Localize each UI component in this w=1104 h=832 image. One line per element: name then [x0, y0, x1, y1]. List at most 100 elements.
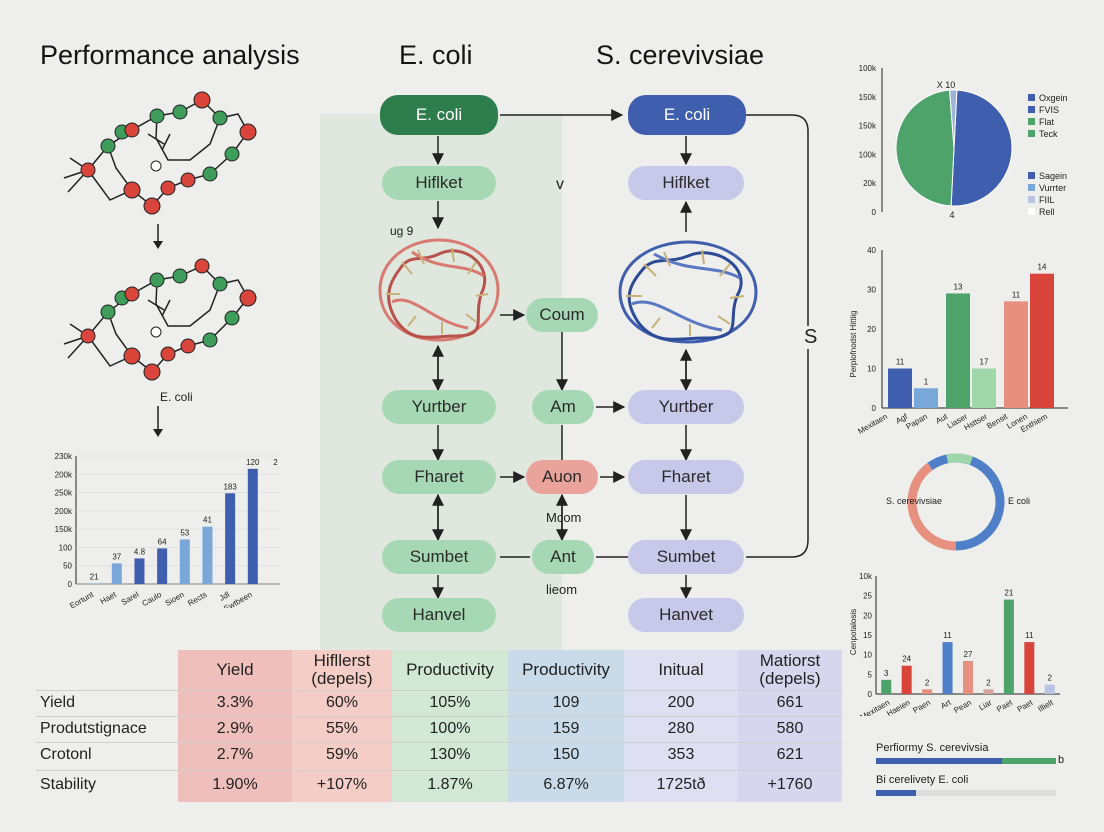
data-label: 11 — [896, 358, 905, 367]
molecule-structure-top — [63, 91, 257, 215]
y-tick-label: 10 — [867, 365, 876, 374]
flow-node-sumbet-left[interactable]: Sumbet — [382, 540, 496, 574]
progress-fill-2 — [876, 790, 916, 796]
data-label: 13 — [954, 282, 963, 291]
table-cell: 580 — [776, 720, 804, 737]
flow-node-ant[interactable]: Ant — [532, 540, 594, 574]
bar — [247, 468, 258, 584]
table-col-tint — [624, 650, 738, 802]
bar-chart-bottom-left: 050100150k200k250k200k230k21374.86453411… — [55, 452, 280, 608]
data-label: 11 — [1012, 290, 1021, 299]
table-row-label: Produtstignace — [40, 720, 147, 737]
y-tick-label: 20 — [863, 611, 872, 620]
data-label: 1 — [924, 377, 929, 386]
y-tick-label: 200k — [55, 507, 73, 516]
progress-label-1: Perfiormy S. cerevivsia — [876, 742, 989, 754]
flow-node-fharet-left[interactable]: Fharet — [382, 460, 496, 494]
pie-bottom-label: 4 — [949, 210, 954, 220]
y-tick-label: 100k — [859, 150, 877, 159]
x-tick-label: Pean — [952, 698, 973, 715]
data-label: 24 — [902, 655, 911, 664]
y-tick-label: 50 — [63, 562, 72, 571]
x-tick-label: Mexitaen — [856, 412, 889, 436]
progress-mark-1: b — [1058, 754, 1065, 766]
data-label: 2 — [273, 458, 278, 467]
bar — [179, 539, 190, 584]
table-cell: 200 — [667, 694, 695, 711]
table-col-tint — [292, 650, 392, 802]
bar — [202, 526, 213, 584]
pie-slice — [949, 89, 958, 149]
flow-node-hanvet-right[interactable]: Hanvet — [628, 598, 744, 632]
legend-swatch — [1028, 106, 1035, 113]
flow-note-mcom: Mcom — [546, 510, 582, 525]
progress-label-2: Bi cerelivety E. coli — [876, 774, 969, 786]
y-tick-label: 250k — [55, 489, 73, 498]
y-axis-label: Perplofnodst Hittiig — [849, 310, 858, 377]
data-label: 27 — [964, 650, 973, 659]
table-col-tint — [738, 650, 842, 802]
data-label: 120 — [246, 458, 260, 467]
table-cell: 6.87% — [543, 776, 589, 793]
bar — [901, 665, 912, 694]
y-tick-label: 0 — [872, 208, 877, 217]
table-header: Productivity — [406, 660, 494, 679]
flow-node-sumbet-right[interactable]: Sumbet — [628, 540, 744, 574]
flow-node-auon[interactable]: Auon — [526, 460, 598, 494]
flow-note-lieom: lieom — [546, 582, 578, 597]
table-cell: +107% — [316, 776, 368, 793]
table-cell: 1.90% — [212, 776, 258, 793]
table-cell: 3.3% — [216, 694, 254, 711]
flow-node-hanvel-left[interactable]: Hanvel — [382, 598, 496, 632]
bar — [972, 368, 996, 408]
legend-entry: Sagein — [1039, 171, 1067, 181]
y-tick-label: 150k — [859, 93, 877, 102]
table-cell: 59% — [325, 746, 359, 763]
table-cell: 661 — [776, 694, 804, 711]
progress-track-2 — [876, 790, 1056, 796]
bar — [914, 388, 938, 408]
flow-node-am[interactable]: Am — [532, 390, 594, 424]
progress-fill-1 — [876, 758, 1002, 764]
flow-connectors — [432, 109, 809, 600]
legend-entry: Rell — [1039, 207, 1055, 217]
flow-node-fharet-right[interactable]: Fharet — [628, 460, 744, 494]
table-header: Productivity — [522, 660, 610, 679]
table-divider — [36, 690, 842, 691]
flow-node-coum[interactable]: Coum — [526, 298, 598, 332]
x-tick-label: Paen — [911, 698, 932, 715]
x-tick-label: Haeien — [885, 698, 911, 716]
flow-node-e-coli-left[interactable]: E. coli — [380, 95, 498, 135]
donut-segment — [907, 462, 957, 551]
flow-s-label: S — [802, 326, 820, 349]
legend-entry: FIIL — [1039, 195, 1055, 205]
bar — [963, 660, 973, 694]
flow-node-hiflket-left[interactable]: Hiflket — [382, 166, 496, 200]
y-tick-label: 30 — [867, 286, 876, 295]
flow-node-e-coli-right[interactable]: E. coli — [628, 95, 746, 135]
donut-label: S. cerevivsiae — [886, 496, 942, 506]
table-cell: 280 — [667, 720, 695, 737]
y-tick-label: 0 — [68, 580, 73, 589]
molecule-label: E. coli — [160, 390, 193, 404]
data-label: 3 — [884, 669, 889, 678]
y-tick-label: 0 — [872, 404, 877, 413]
flow-node-hiflket-right[interactable]: Hiflket — [628, 166, 744, 200]
bar — [89, 583, 100, 584]
arrow-down-icon — [153, 406, 163, 437]
legend-swatch — [1028, 196, 1035, 203]
bar-chart-bottom-right: 051015202510kCenpotalosis32421127221112M… — [849, 572, 1060, 716]
table-cell: 150 — [552, 746, 580, 763]
table-cell: 621 — [776, 746, 804, 763]
flow-node-yurtber-left[interactable]: Yurtber — [382, 390, 496, 424]
pie-slice — [950, 89, 1013, 207]
data-label: 4.8 — [134, 547, 146, 556]
flow-node-yurtber-right[interactable]: Yurtber — [628, 390, 744, 424]
table-col-tint — [178, 650, 292, 802]
table-header: Matiorst (depels) — [759, 651, 821, 688]
table-row-label: Yield — [40, 694, 75, 711]
y-tick-label: 150k — [55, 525, 73, 534]
legend-swatch — [1028, 208, 1035, 215]
data-label: 2 — [925, 678, 930, 687]
